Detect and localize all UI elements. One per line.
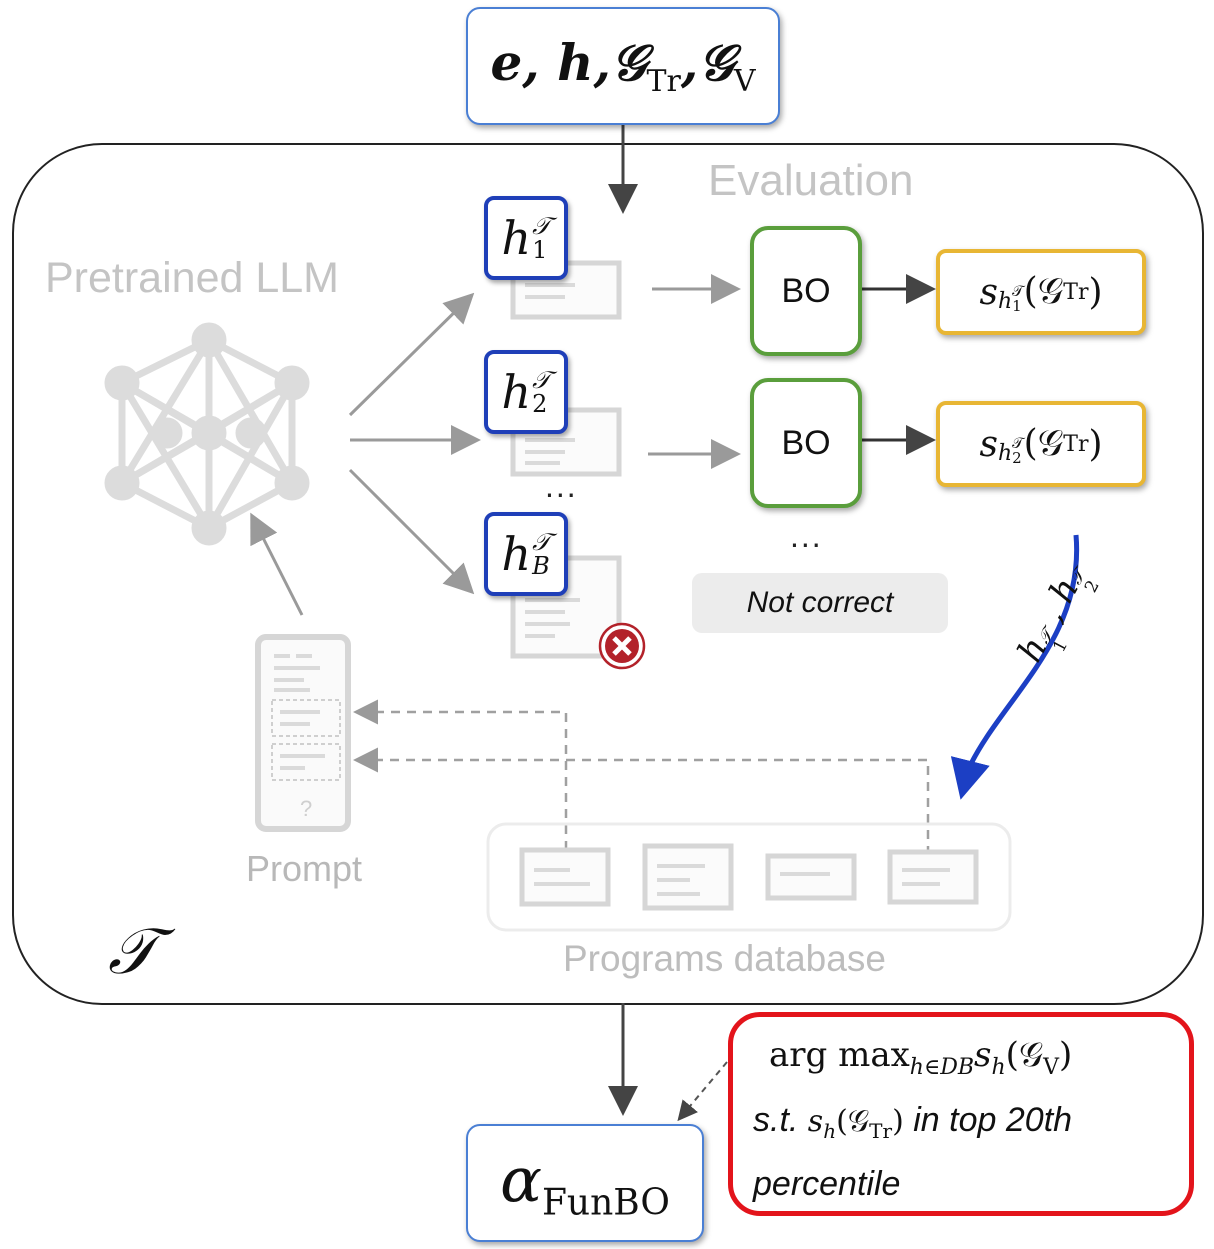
- bo-box-1: BO: [750, 226, 862, 356]
- input-g-tr: 𝒢Tr: [610, 33, 681, 99]
- database-doc-1: [519, 847, 611, 907]
- programs-database-frame: [486, 822, 1012, 932]
- input-box: e, h,𝒢Tr,𝒢V: [466, 7, 780, 125]
- llm-arrow-1: [348, 292, 475, 417]
- selection-rule-line-1: arg maxh∈DBsh(𝒢V): [769, 1035, 1073, 1080]
- pretrained-llm-label: Pretrained LLM: [45, 254, 339, 302]
- prompt-label: Prompt: [246, 848, 363, 889]
- not-correct-label: Not correct: [746, 586, 894, 619]
- selection-rule-box: arg maxh∈DBsh(𝒢V) s.t. sh(𝒢Tr) in top 20…: [728, 1012, 1194, 1216]
- database-doc-4: [887, 849, 979, 905]
- selection-rule-line-2: s.t. sh(𝒢Tr) in top 20th: [753, 1101, 1073, 1143]
- selected-programs-arrow: [950, 534, 1080, 800]
- input-g-v: 𝒢V: [698, 33, 756, 99]
- db-to-prompt-dashed-1: [353, 699, 568, 850]
- evaluation-label: Evaluation: [708, 156, 914, 205]
- bo-ellipsis: ...: [790, 518, 823, 554]
- selection-rule-line-3: percentile: [753, 1165, 901, 1203]
- output-box: αFunBO: [466, 1124, 704, 1242]
- not-correct-tag: Not correct: [692, 573, 948, 633]
- output-subscript: FunBO: [541, 1182, 670, 1224]
- tau-label: 𝒯: [108, 915, 158, 989]
- bo-box-2: BO: [750, 378, 862, 508]
- db-to-prompt-dashed-2: [353, 747, 930, 855]
- input-vars: e, h,: [490, 33, 611, 92]
- prompt-to-llm-arrow: [250, 512, 304, 616]
- database-doc-2: [642, 843, 734, 911]
- input-comma: ,: [680, 33, 699, 92]
- neural-network-icon: [104, 322, 310, 546]
- prompt-doc-icon: [255, 634, 351, 832]
- programs-ellipsis: ...: [545, 468, 578, 504]
- reject-icon: [598, 622, 646, 670]
- prompt-question-mark: ?: [300, 796, 313, 821]
- llm-arrow-3: [348, 468, 475, 595]
- rule-dashed-arrow: [677, 1061, 728, 1122]
- output-alpha: α: [500, 1142, 542, 1216]
- programs-database-label: Programs database: [563, 938, 886, 979]
- database-doc-3: [765, 853, 857, 901]
